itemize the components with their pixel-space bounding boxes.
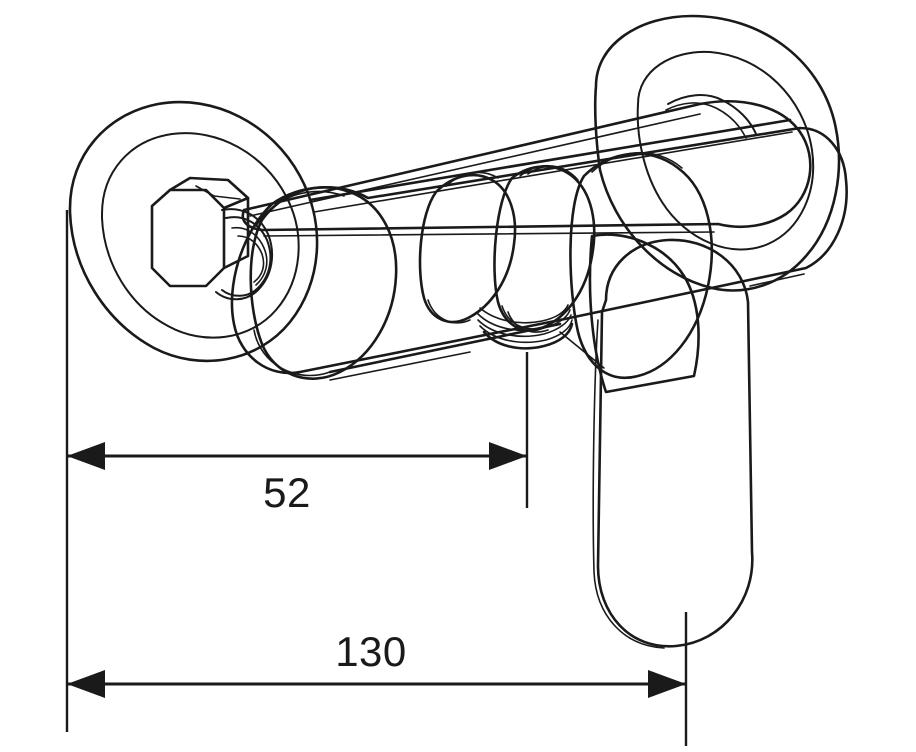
hex-nut-collar-ring-2 [221,216,272,297]
dimension-52-arrow-right [489,442,527,470]
outlet-connector-base [482,322,574,350]
dimension-130-arrow-right [648,670,686,698]
mixer-body-left-cap-edge2 [253,329,331,377]
left-escutcheon-inner-ring [101,132,300,339]
left-escutcheon [68,100,319,363]
outlet-connector [477,304,574,350]
lever-handle [241,100,812,649]
lever-shoulder-tick-right [749,273,805,287]
mixer-body-bottom-edge [328,322,562,374]
lever-grip-highlight-left [592,319,665,649]
dimension-130-label: 130 [335,628,407,675]
hex-nut-collar-ring-3 [231,226,268,286]
cartridge-collar-ring-mid-5 [507,311,549,333]
cartridge-collar-ring-mid [493,165,596,332]
mixer-body-left-cap-edge [255,190,345,227]
dimension-52-label: 52 [263,469,311,516]
right-escutcheon-boss-top [667,94,757,135]
cartridge-collar-ring-outer-3 [427,299,471,324]
cartridge-collar-ring-outer-2 [445,171,499,187]
right-escutcheon-inner-ring [636,50,815,251]
lever-arm-highlight-top [249,113,701,217]
hex-nut-top-bevel [168,176,250,210]
hex-nut-right-face [222,196,250,270]
mixer-body-right-head [569,152,714,379]
dimension-130-arrow-left [67,670,105,698]
mixer-body [230,118,848,381]
left-escutcheon-outer [68,100,319,363]
cartridge-collar-ring-mid-3 [527,165,579,181]
extension-lines [65,210,688,746]
dimension-52: 52 [67,442,527,516]
right-escutcheon-outer [593,14,841,292]
mixer-body-left-cap [249,186,398,380]
dimension-52-arrow-left [67,442,105,470]
dimension-130: 130 [67,628,686,698]
hex-nut-chamfer [195,185,241,200]
mixer-body-bottom-edge-highlight [329,351,471,381]
mixer-body-right-head-edge [591,151,683,173]
lever-shoulder-tick-left [559,331,605,369]
outlet-thread-ring-3 [477,309,571,332]
mixer-body-silhouette [230,126,848,375]
hex-nut-collar-ring-1 [215,208,274,301]
outlet-thread-ring-1 [479,319,573,344]
left-hex-nut [150,176,274,301]
lever-arm-highlight-bottom [263,231,715,237]
mixer-body-top-edge-highlight [313,131,793,213]
lever-arm [241,100,812,232]
outlet-thread-ring-4 [479,304,569,324]
mixer-body-top-edge [308,118,792,202]
outlet-thread-ring-2 [477,314,572,338]
lever-grip-capsule [596,238,754,648]
